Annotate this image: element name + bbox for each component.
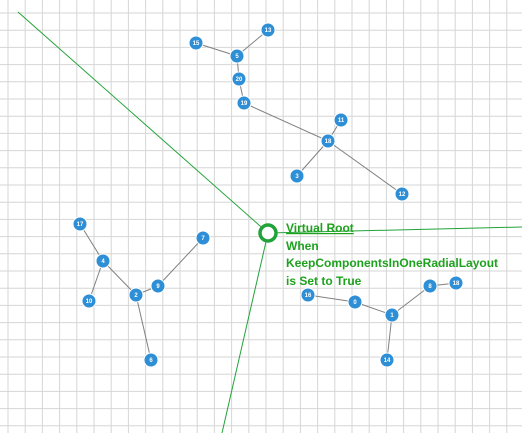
node-label: 6 [149,358,153,364]
graph-node: 13 [260,22,276,38]
graph-edge [135,294,152,361]
graph-node: 2 [128,287,144,303]
node-circle [260,22,276,38]
graph-node: 5 [229,48,245,64]
node-circle [236,95,252,111]
node-circle [231,71,247,87]
node-circle [300,287,316,303]
node-circle [320,133,336,149]
node-label: 16 [305,293,312,299]
virtual-root-label: Virtual Root [286,221,354,235]
graph-node: 7 [195,230,211,246]
graph-edge [102,260,137,296]
annotation-line-true: is Set to True [286,274,362,288]
graph-edge [327,140,403,195]
node-label: 14 [384,358,391,364]
node-label: 2 [134,293,138,299]
graph-node: 17 [72,216,88,232]
virtual-root-link [267,226,522,234]
node-circle [72,216,88,232]
node-label: 7 [201,236,205,242]
graph-node: 11 [333,112,349,128]
node-circle [333,112,349,128]
node-label: 3 [295,174,299,180]
node-label: 1 [390,313,394,319]
node-circle [128,287,144,303]
node-circle [347,294,363,310]
node-label: 18 [325,139,332,145]
graph-edge [296,140,329,177]
graph-edge [386,314,393,361]
annotation-line-option: KeepComponentsInOneRadialLayout [286,256,498,270]
node-label: 17 [77,222,84,228]
node-label: 8 [428,284,432,290]
node-label: 0 [353,300,357,306]
graph-node: 3 [289,168,305,184]
node-circle [394,186,410,202]
virtual-root-marker [258,223,278,243]
node-label: 10 [86,299,93,305]
graph-node: 19 [236,95,252,111]
graph-node: 18 [320,133,336,149]
annotation: Virtual Root When KeepComponentsInOneRad… [286,221,498,288]
graph-edge [307,294,356,303]
node-circle [448,275,464,291]
node-label: 15 [193,41,200,47]
node-circle [95,253,111,269]
node-circle [229,48,245,64]
graph-edge [157,237,204,287]
virtual-root-link [17,11,269,234]
graph-node: 0 [347,294,363,310]
graph-node: 4 [95,253,111,269]
node-circle [143,352,159,368]
graph-node: 1 [384,307,400,323]
node-circle [150,278,166,294]
virtual-root-lines [17,11,522,433]
node-circle [188,35,204,51]
node-circle [384,307,400,323]
node-label: 4 [101,259,105,265]
node-circle [379,352,395,368]
graph-node: 6 [143,352,159,368]
node-label: 9 [156,284,160,290]
node-label: 18 [453,281,460,287]
node-circle [195,230,211,246]
graph-node: 18 [448,275,464,291]
graph-node: 14 [379,352,395,368]
virtual-root-link [221,232,269,433]
graph-node: 8 [422,278,438,294]
graph-edge [391,285,431,316]
node-label: 20 [236,77,243,83]
graph-node: 9 [150,278,166,294]
graph-node: 16 [300,287,316,303]
node-circle [81,293,97,309]
graph-node: 12 [394,186,410,202]
annotation-line-when: When [286,239,319,253]
node-label: 11 [338,118,345,124]
node-label: 13 [265,28,272,34]
node-label: 5 [235,54,239,60]
node-circle [289,168,305,184]
graph-node: 20 [231,71,247,87]
graph-node: 10 [81,293,97,309]
node-label: 12 [399,192,406,198]
node-circle [422,278,438,294]
graph-node: 15 [188,35,204,51]
node-label: 19 [241,101,248,107]
graph-edge [243,102,329,142]
